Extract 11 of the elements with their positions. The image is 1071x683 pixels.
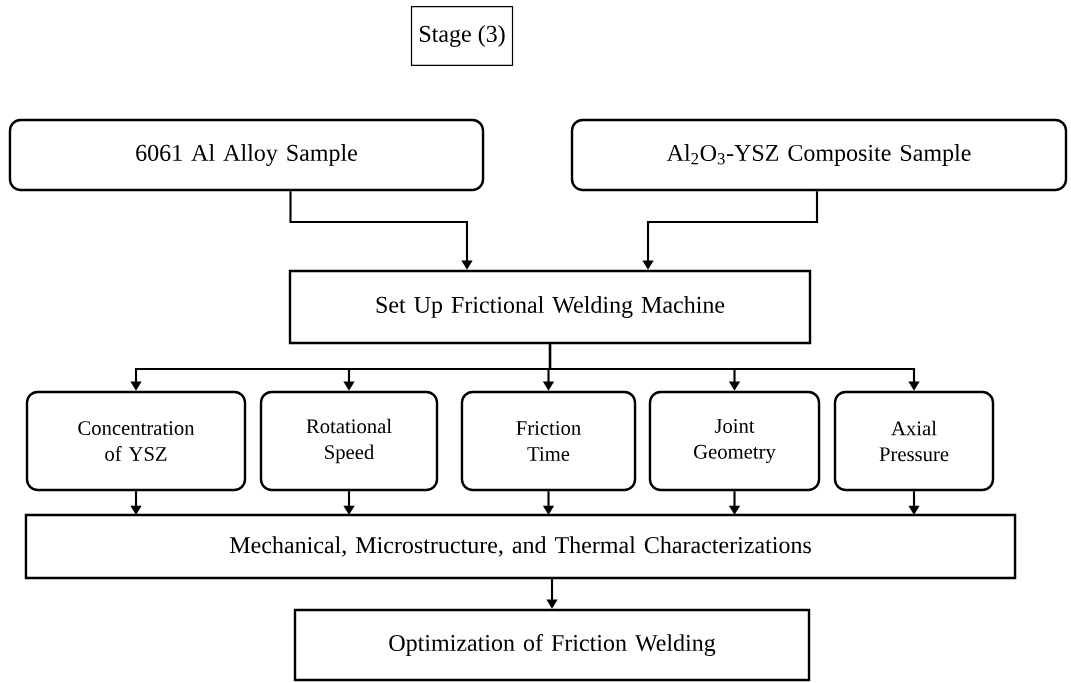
- title-box: Stage (3): [410, 6, 514, 66]
- sample-box: Al$_{2}$O$_{3}$-YSZ Composite Sample: [570, 118, 1068, 192]
- parameter-box: Joint Geometry: [648, 390, 821, 492]
- parameter-box: Axial Pressure: [833, 390, 995, 492]
- parameter-box: Friction Time: [460, 390, 637, 492]
- process-box: Set Up Frictional Welding Machine: [288, 269, 812, 345]
- result-box: Optimization of Friction Welding: [293, 608, 811, 682]
- parameter-box: Concentration of YSZ: [25, 390, 247, 492]
- parameter-box: Rotational Speed: [259, 390, 439, 492]
- sample-box: 6061 Al Alloy Sample: [8, 118, 485, 192]
- process-box: Mechanical, Microstructure, and Thermal Characterizations: [24, 513, 1017, 580]
